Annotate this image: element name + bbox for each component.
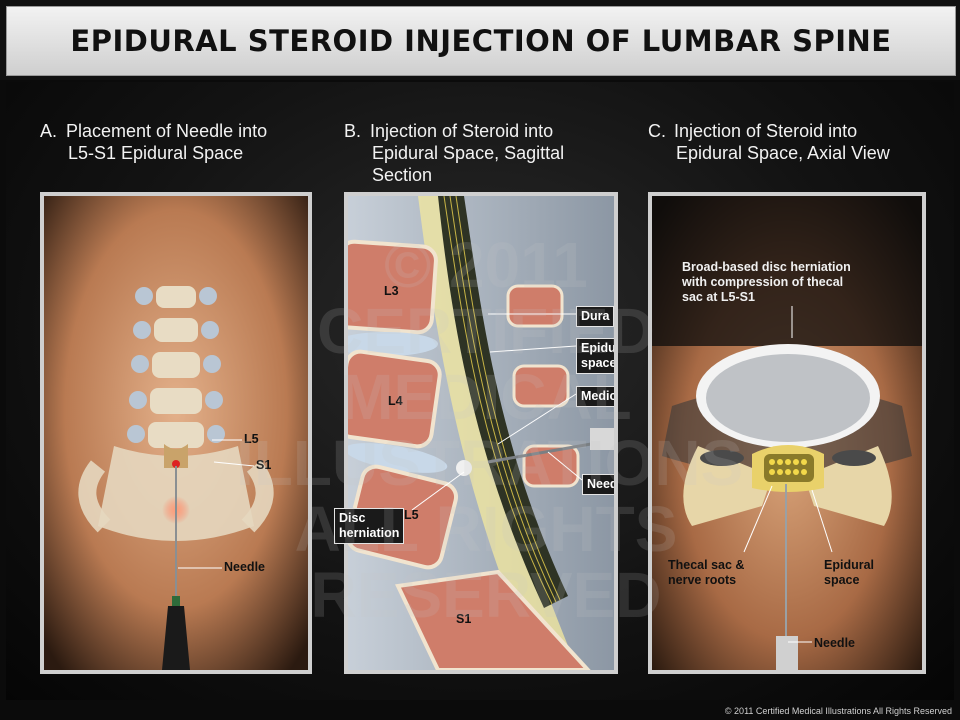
thecal-leader	[743, 485, 773, 553]
disc-nucleus	[706, 354, 870, 442]
page-title: EPIDURAL STEROID INJECTION OF LUMBAR SPI…	[70, 24, 892, 58]
panel-c-heading-line1: Injection of Steroid into	[674, 121, 858, 141]
panel-b-label-epidural-line2: space	[581, 356, 617, 370]
main-area: A. Placement of Needle into L5-S1 Epidura…	[6, 82, 954, 700]
panel-c-label-thecal: Thecal sac &nerve roots	[668, 558, 744, 588]
left-nerve-root	[700, 450, 744, 466]
panel-b-heading: B. Injection of Steroid into Epidural Spa…	[344, 120, 564, 186]
epidural-leader	[489, 345, 577, 353]
panel-c-illustration	[652, 196, 922, 670]
panel-c-label-thecal-line2: nerve roots	[668, 573, 737, 587]
panel-c-label-epidural-line2: space	[824, 573, 860, 587]
right-nerve-root	[832, 450, 876, 466]
panel-a-heading: A. Placement of Needle into L5-S1 Epidura…	[40, 120, 267, 164]
left-lamina	[683, 446, 772, 526]
panel-b-label-l4: L4	[388, 394, 403, 408]
copyright-footer: © 2011 Certified Medical Illustrations A…	[724, 706, 952, 716]
panel-c-heading-line2: Epidural Space, Axial View	[676, 143, 890, 163]
panel-b-heading-line2: Epidural Space, Sagittal	[372, 143, 565, 163]
panel-b-label-l3: L3	[384, 284, 399, 298]
panel-c-letter: C.	[648, 121, 666, 141]
panel-b-label-dura: Dura	[576, 306, 614, 327]
panel-a-illustration	[44, 196, 308, 670]
lumbar-vertebrae	[127, 286, 225, 448]
panel-a-label-needle: Needle	[224, 560, 265, 574]
panel-b-label-disc-line1: Disc	[339, 511, 366, 525]
title-box: EPIDURAL STEROID INJECTION OF LUMBAR SPI…	[6, 6, 956, 76]
panel-a-label-l5: L5	[244, 432, 259, 446]
posterior-elements	[506, 284, 580, 488]
syringe-c	[776, 636, 798, 670]
thecal-sac	[764, 454, 814, 482]
s1-leader	[213, 461, 255, 467]
medicine-leader	[497, 393, 577, 445]
panel-b-letter: B.	[344, 121, 362, 141]
panel-c-label-needle: Needle	[814, 636, 855, 650]
panel-b-heading-line1: Injection of Steroid into	[370, 121, 554, 141]
nerve-roots-c	[769, 459, 807, 475]
panel-a-heading-line2: L5-S1 Epidural Space	[68, 143, 244, 163]
panel-c-label-broad-line3: sac at L5-S1	[682, 290, 755, 304]
panel-c-label-broad-line1: Broad-based disc herniation	[682, 260, 851, 274]
panel-b-label-medicine: Medicine	[576, 386, 614, 407]
panel-a-heading-line1: Placement of Needle into	[66, 121, 268, 141]
panel-b-label-epidural-line1: Epidural	[581, 341, 616, 355]
title-bar: EPIDURAL STEROID INJECTION OF LUMBAR SPI…	[0, 0, 960, 80]
epidural-leader-c	[811, 489, 833, 553]
panel-b-label-s1: S1	[456, 612, 472, 626]
disc-herniation-leader	[411, 471, 465, 511]
needle-hub	[172, 596, 180, 606]
panel-a-frame: L5 S1 Needle	[40, 192, 312, 674]
needle-leader-b	[547, 451, 583, 481]
sacrum	[395, 569, 591, 670]
spinal-canal	[438, 196, 568, 608]
panel-b-label-l5: L5	[404, 508, 419, 522]
panel-c-label-broad-line2: with compression of thecal	[682, 275, 844, 289]
right-lamina	[804, 446, 892, 526]
epidural-space-target	[164, 444, 188, 468]
panel-c-heading: C. Injection of Steroid into Epidural Spa…	[648, 120, 890, 164]
panel-c-label-thecal-line1: Thecal sac &	[668, 558, 745, 572]
panel-b-heading-line3: Section	[372, 165, 433, 185]
panel-b-label-needle: Needle	[582, 474, 614, 495]
panel-a-label-s1: S1	[256, 458, 272, 472]
disc-herniation-bulge	[456, 460, 472, 476]
right-iliac	[241, 460, 274, 533]
nerve-roots	[443, 196, 561, 605]
panel-c-label-epidural-line1: Epidural	[824, 558, 875, 572]
left-iliac	[78, 460, 111, 533]
injection-point	[172, 460, 180, 468]
panel-b-illustration	[348, 196, 614, 670]
syringe	[162, 606, 190, 670]
syringe-b	[590, 428, 614, 450]
panel-b-label-disc-line2: herniation	[339, 526, 400, 540]
panel-a-letter: A.	[40, 121, 58, 141]
